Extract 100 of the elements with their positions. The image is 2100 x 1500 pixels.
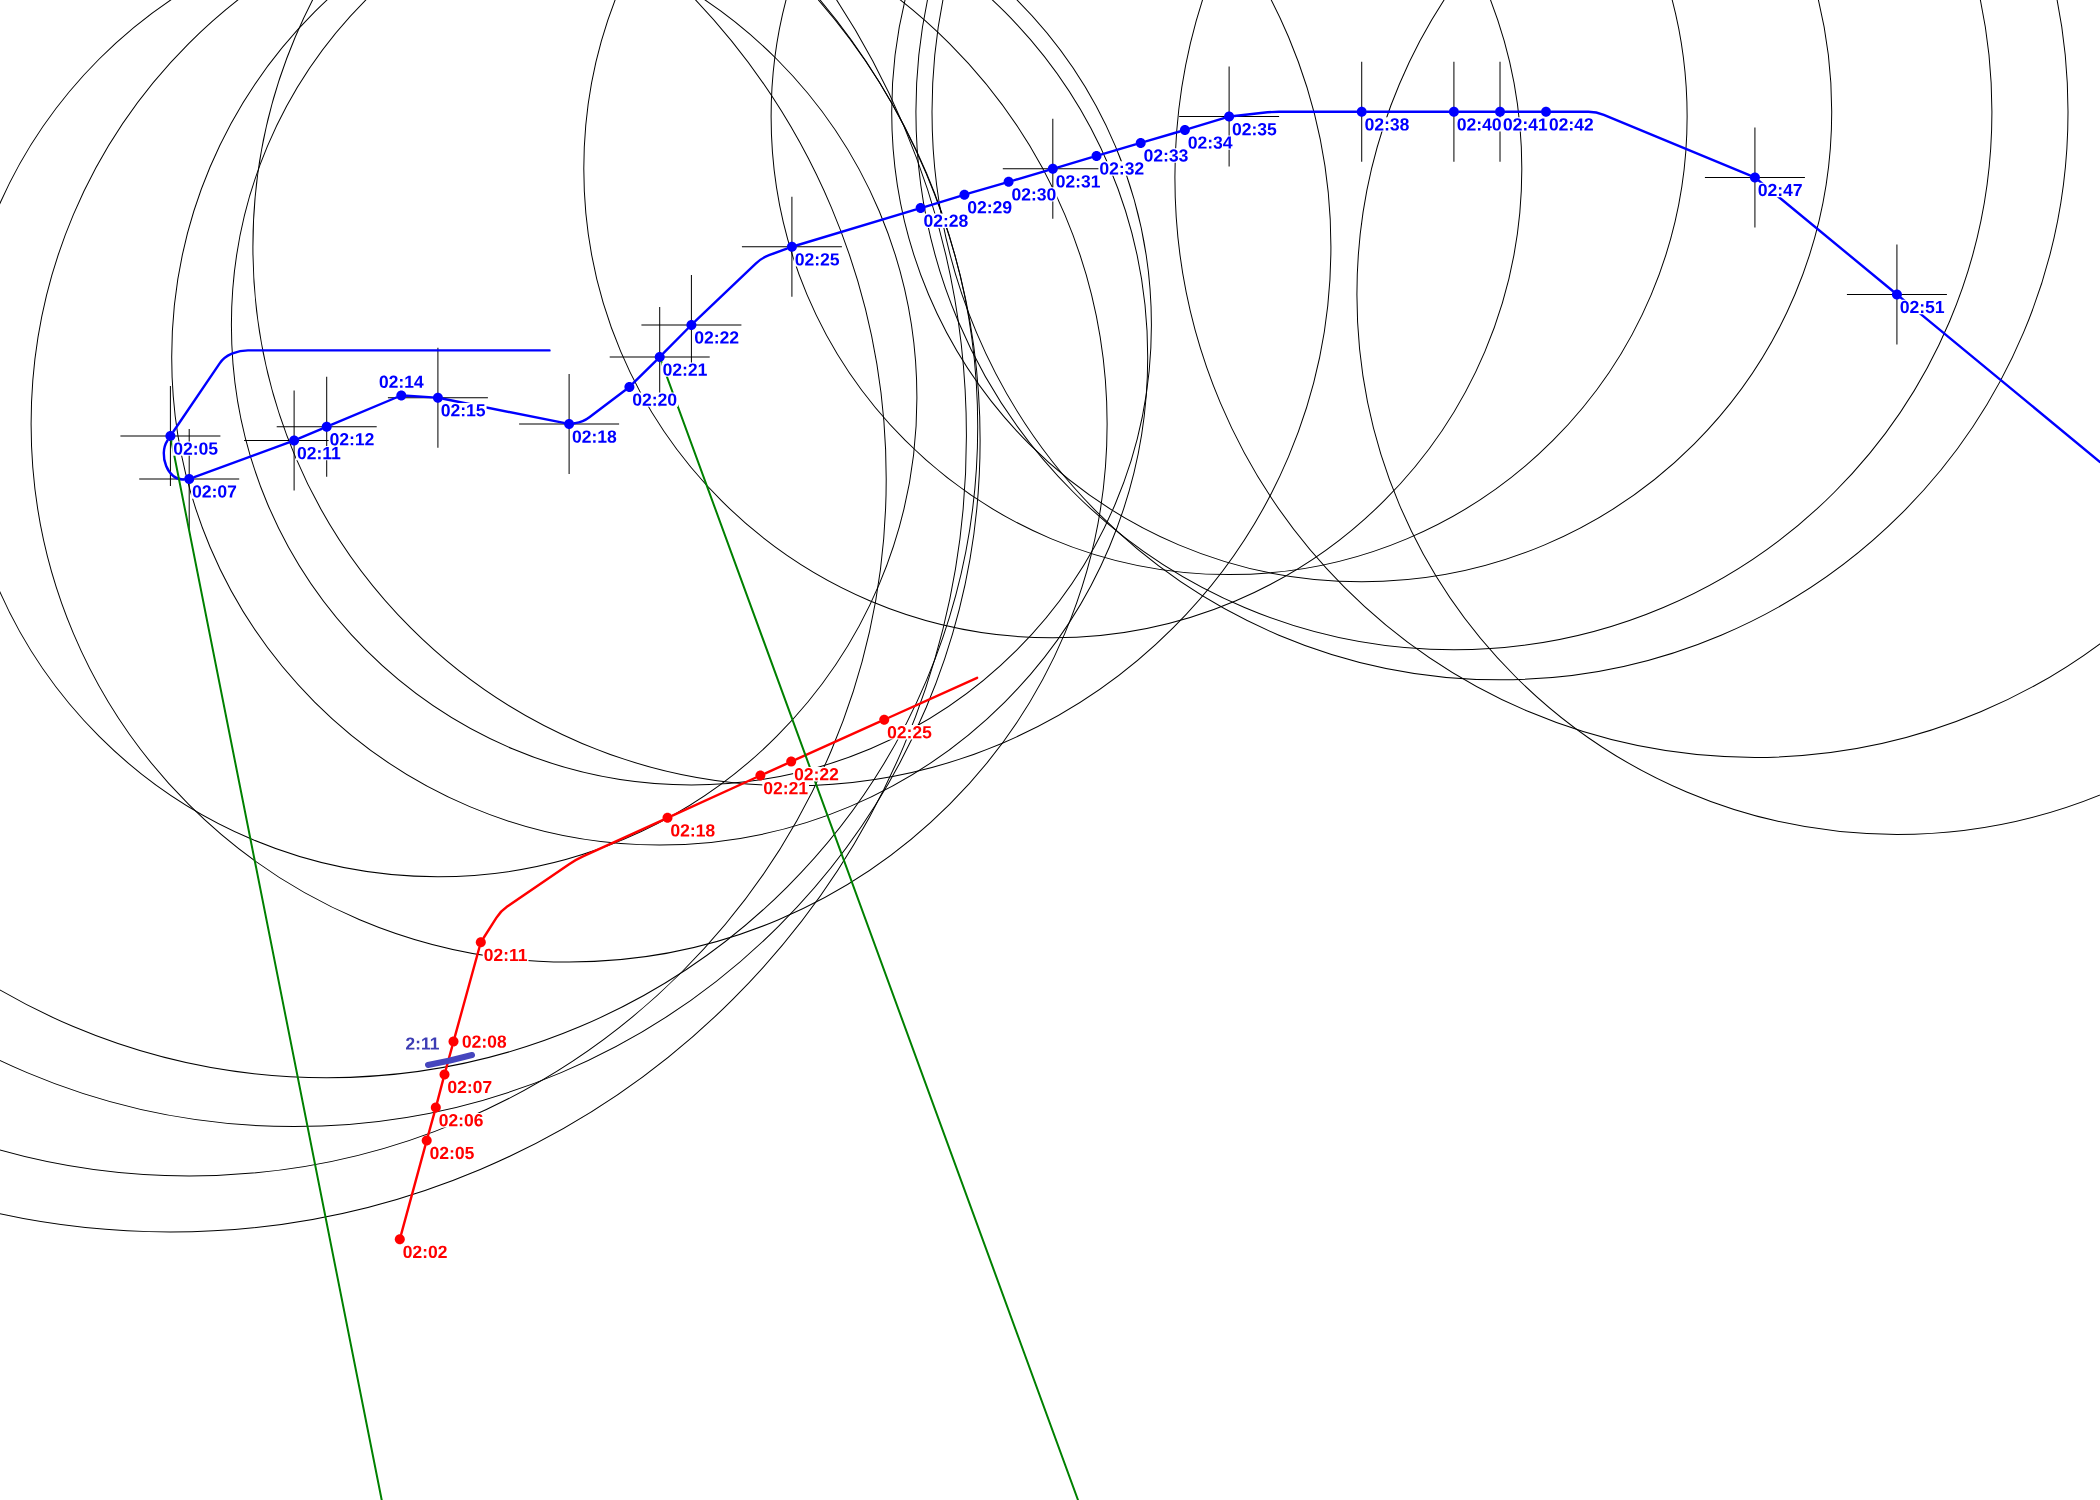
track-line [1188,117,1226,130]
track-point [915,203,926,214]
time-label: 02:07 [191,484,238,499]
track-line [1458,110,1496,113]
track-point [165,431,176,441]
track-line [444,1045,454,1071]
time-label: 02:40 [1455,117,1503,132]
track-line [1012,169,1049,182]
track-line [794,720,881,761]
track-point [686,319,697,330]
time-label: 02:18 [669,823,717,838]
track-line [162,439,186,481]
time-label: 02:07 [446,1079,494,1095]
time-label: 02:42 [1547,117,1595,132]
time-label: 02:29 [966,200,1014,215]
time-label: 02:28 [922,213,970,228]
track-point [321,421,332,432]
track-line [1100,143,1137,156]
track-line [795,208,917,247]
track-point [1356,106,1367,117]
track-line [671,776,757,817]
track-point [1135,137,1146,148]
time-label: 02:32 [1098,161,1146,176]
track-line [435,1078,445,1104]
track-point [1495,106,1505,117]
track-line [924,195,961,208]
track-line [1144,130,1181,143]
track-line [1365,110,1450,113]
track-point [430,1102,441,1113]
time-label: 02:06 [437,1113,485,1128]
track-line [330,396,398,426]
time-label: 2:11 [404,1036,441,1051]
track-point [786,241,797,252]
track-line [405,394,434,399]
track-point [1541,106,1551,117]
track-line [193,441,291,479]
time-label: 02:51 [1898,299,1946,315]
track-line [1233,110,1358,118]
track-point [1224,111,1235,122]
track-line [1899,296,2100,464]
track-point [1047,163,1058,174]
time-label: 02:22 [793,767,840,782]
time-label: 02:05 [428,1145,476,1161]
track-point [755,770,766,781]
track-point [564,419,575,429]
track-point [654,352,665,362]
time-label: 02:02 [401,1244,449,1260]
track-point [662,812,673,823]
track-point [624,382,635,392]
track-point [289,435,300,446]
track-line [887,676,979,719]
time-label: 02:34 [1186,135,1234,150]
track-line [632,359,658,385]
track-line [968,182,1005,195]
track-line [453,946,481,1038]
track-line [662,327,689,355]
track-point [879,714,890,725]
time-label: 02:31 [1054,174,1102,189]
time-label: 02:22 [693,330,741,345]
track-point [439,1069,450,1080]
track-point [959,189,970,200]
track-line [297,427,323,440]
time-label: 02:25 [793,252,841,267]
time-label: 02:35 [1231,122,1278,137]
track-line [573,389,627,425]
time-label: 02:11 [482,947,529,963]
time-label: 02:14 [377,374,425,389]
track-line [1504,110,1542,113]
track-point [786,756,797,767]
track-point [1448,106,1459,117]
time-label: 02:08 [460,1034,508,1049]
time-label: 02:11 [296,445,342,461]
track-line [1550,110,1752,177]
time-label: 02:05 [172,441,220,456]
time-label: 02:20 [631,392,679,407]
track-line [1757,179,1894,293]
track-point [1091,150,1102,161]
bearing-line [170,440,383,1500]
time-label: 02:47 [1756,182,1804,198]
time-label: 02:25 [886,725,933,740]
track-point [421,1135,432,1146]
time-label: 02:21 [661,362,709,377]
bearing-line [660,361,1079,1500]
track-point [1891,289,1902,300]
time-label: 02:33 [1142,148,1190,163]
track-point [184,473,195,484]
track-point [396,390,407,401]
track-line [482,818,664,939]
track-point [475,937,486,948]
time-label: 02:41 [1501,117,1549,132]
track-line [1056,156,1093,169]
track-line [400,1144,427,1236]
track-line [426,1111,436,1137]
track-line [764,762,788,775]
track-line [694,247,789,323]
time-label: 02:38 [1363,117,1411,132]
time-label: 02:30 [1010,187,1058,202]
track-point [394,1234,405,1245]
time-label: 02:12 [328,432,376,447]
track-point [1749,172,1760,183]
